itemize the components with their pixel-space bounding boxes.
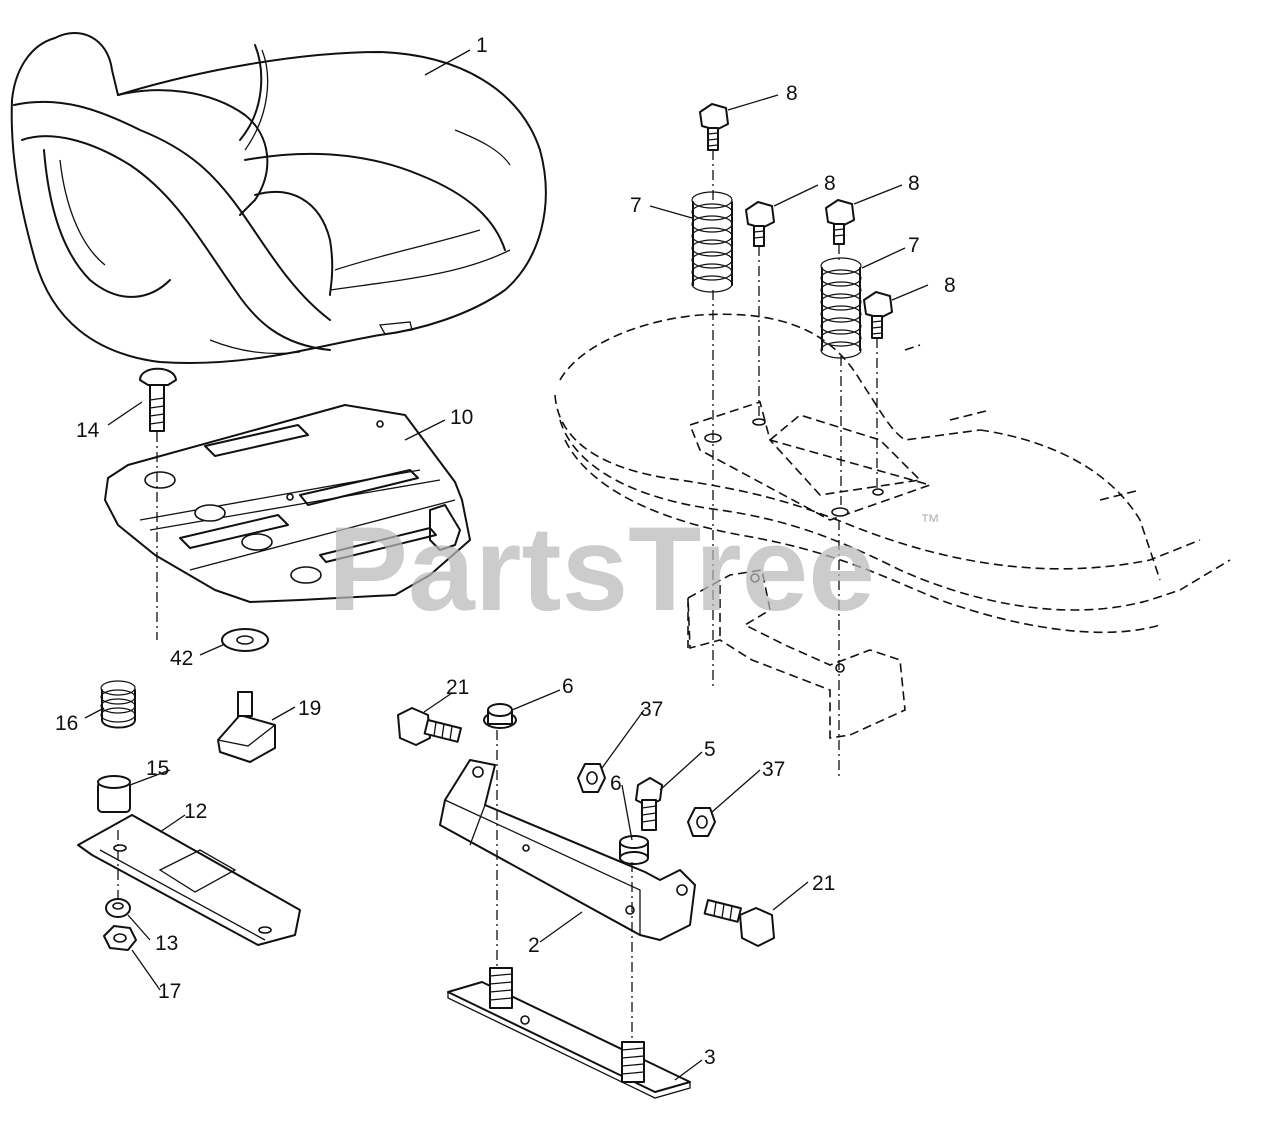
callout-1: 1 (476, 34, 488, 57)
callout-7-a: 7 (630, 194, 642, 217)
small-spring-part (100, 680, 136, 729)
callout-8-c: 8 (908, 172, 920, 195)
callout-3: 3 (704, 1046, 716, 1069)
callout-7-b: 7 (908, 234, 920, 257)
callout-15: 15 (146, 757, 169, 780)
assembly-axis-lines (117, 150, 878, 1040)
callout-14: 14 (76, 419, 100, 442)
callout-17: 17 (158, 980, 181, 1003)
callout-12: 12 (184, 800, 207, 823)
nut-part-37-upper (577, 763, 606, 793)
callout-8-d: 8 (944, 274, 956, 297)
bushing-part-6-upper (483, 703, 517, 729)
callout-16: 16 (55, 712, 78, 735)
callout-2: 2 (528, 934, 540, 957)
callout-10: 10 (450, 406, 473, 429)
nut-part-17 (103, 925, 137, 951)
leader-lines (84, 49, 929, 1081)
trademark-symbol: ™ (920, 511, 940, 533)
spring-part-7-left (691, 191, 733, 293)
callout-8-a: 8 (786, 82, 798, 105)
callout-5: 5 (704, 738, 716, 761)
callout-21-a: 21 (446, 676, 469, 699)
callout-37-a: 37 (640, 698, 663, 721)
fender-deck-outline (554, 313, 1231, 634)
slide-bracket-part (77, 814, 301, 946)
callout-8-b: 8 (824, 172, 836, 195)
partstree-watermark: PartsTree (328, 502, 875, 636)
spring-part-7-right (820, 257, 862, 359)
bolt-part-21-lower (703, 899, 775, 947)
washer-part (221, 628, 269, 652)
seat-bracket-part (439, 759, 696, 941)
carriage-bolt-part (139, 367, 177, 432)
bushing-part-6-lower (619, 835, 649, 865)
bolt-part-8-c (825, 199, 855, 245)
base-plate-part (447, 967, 691, 1099)
callout-19: 19 (298, 697, 321, 720)
callout-13: 13 (155, 932, 178, 955)
callout-6-a: 6 (562, 675, 574, 698)
bolt-part-8-b (745, 201, 775, 247)
callout-37-b: 37 (762, 758, 785, 781)
pivot-bolt-part-5 (635, 777, 663, 831)
nut-part-37-lower (687, 807, 716, 837)
callout-6-b: 6 (610, 772, 622, 795)
bolt-part-8-d (863, 291, 893, 339)
bolt-part-8-a (699, 103, 729, 151)
knob-part (217, 691, 276, 763)
callout-42: 42 (170, 647, 193, 670)
callout-labels: 1 8 8 8 8 7 7 14 10 42 16 19 21 6 37 5 6… (55, 34, 956, 1069)
seat-part (10, 32, 547, 364)
bolt-part-21-upper (397, 707, 462, 746)
frame-bracket-outline (687, 569, 906, 739)
callout-21-b: 21 (812, 872, 835, 895)
seat-pan-part (104, 404, 471, 603)
spacer-part (97, 775, 131, 813)
nut-part-13 (105, 898, 131, 918)
